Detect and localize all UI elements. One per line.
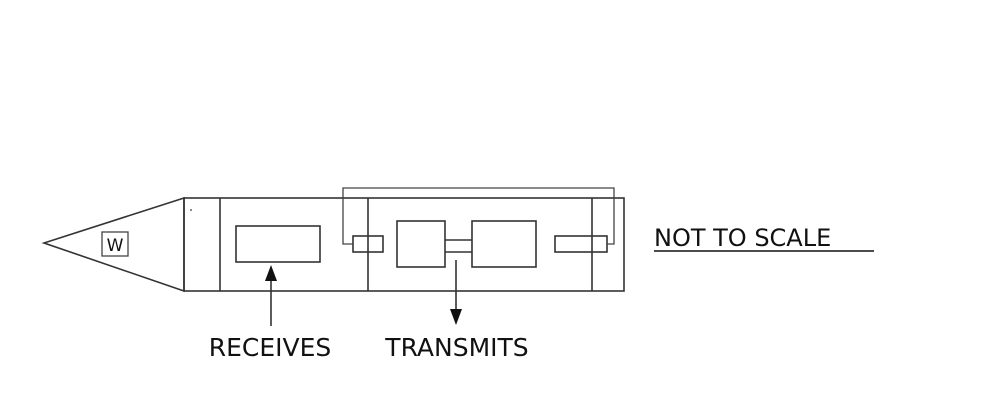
missile-body	[183, 197, 625, 292]
wiring-harness	[342, 187, 615, 245]
right-connector	[554, 235, 608, 253]
transmitter-block-left	[396, 220, 446, 268]
nose-marking-text: W	[107, 236, 124, 256]
body-dot	[190, 209, 192, 211]
receives-arrow-head	[265, 265, 277, 281]
transmits-label: TRANSMITS	[384, 333, 528, 362]
transmits-arrow-head	[450, 309, 462, 325]
scale-note-label: NOT TO SCALE	[654, 224, 831, 252]
receives-label: RECEIVES	[209, 333, 332, 362]
receiver-module	[235, 225, 321, 263]
nose-marking-box	[101, 231, 129, 257]
transmitter-block-right	[471, 220, 537, 268]
